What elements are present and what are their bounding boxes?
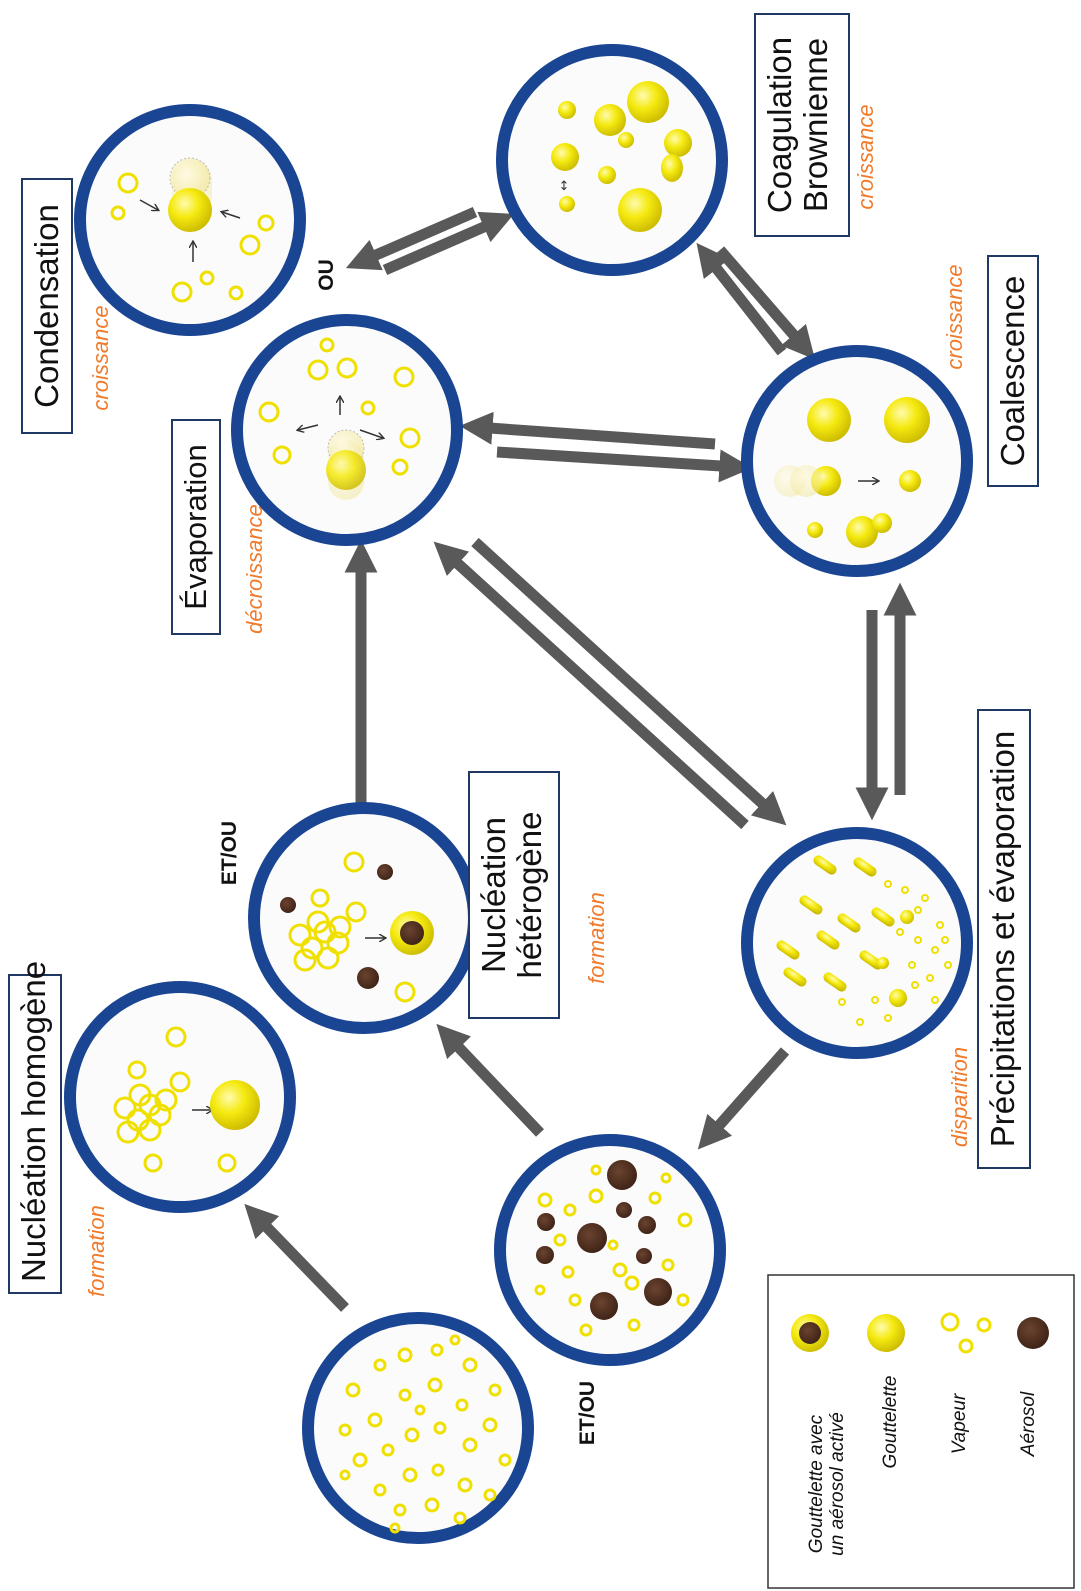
circle-coalescence <box>741 345 973 577</box>
arrow-coagulation-to-condensation <box>345 206 478 271</box>
circle-vapour <box>302 1312 534 1544</box>
label-coagulation-line1: Coagulation <box>761 36 798 214</box>
legend-aerosol-icon <box>1017 1317 1049 1349</box>
label-coalescence: Coalescence <box>987 255 1039 487</box>
label-coagulation: Coagulation Brownienne <box>754 13 850 237</box>
legend-box <box>767 1274 1075 1589</box>
legend-activated-droplet-line1: Gouttelette avec <box>806 1414 827 1554</box>
qualifier-precipitations: disparition <box>947 1046 972 1148</box>
arrow-coagulation-to-coalescence <box>715 246 816 360</box>
qualifier-nucleation-heterogene: formation <box>584 892 609 984</box>
arrow-coalescence-to-evaporation <box>459 411 716 450</box>
label-nucleation-homogene: Nucléation homogène <box>8 961 62 1294</box>
circle-nucleation-heterogene <box>248 802 480 1034</box>
svg-text:↕: ↕ <box>559 179 570 194</box>
arrow-precipitation-to-aerosol <box>697 1047 790 1150</box>
circle-condensation <box>74 104 306 336</box>
conjunction-et-ou-1: ET/OU <box>576 1380 599 1446</box>
legend-droplet-icon <box>867 1314 905 1352</box>
label-evaporation: Évaporation <box>171 419 221 635</box>
qualifier-nucleation-homogene: formation <box>84 1205 109 1297</box>
circle-nucleation-homogene <box>64 981 296 1213</box>
arrow-aerosol-to-heterogene <box>436 1023 544 1137</box>
arrow-vapour-to-homogene <box>244 1203 349 1312</box>
arrow-precipitation-to-evaporation <box>433 541 749 830</box>
process-arrows <box>244 206 917 1312</box>
label-precipitations: Précipitations et évaporation <box>977 709 1031 1169</box>
arrow-evaporation-to-coalescence <box>496 446 753 483</box>
circle-evaporation <box>231 314 463 546</box>
arrow-condensation-to-coagulation <box>382 211 515 276</box>
circle-coagulation: ↕ <box>496 44 728 276</box>
legend-activated-droplet-label: Gouttelette avec un aérosol activé <box>806 1389 855 1579</box>
label-nucleation-heterogene: Nucléation hétérogène <box>468 771 560 1019</box>
circle-precipitations <box>741 827 973 1059</box>
conjunction-et-ou-2: ET/OU <box>218 820 241 886</box>
qualifier-coagulation: croissance <box>853 104 878 210</box>
arrow-coalescence-to-coagulation <box>696 242 787 356</box>
label-coagulation-line2: Brownienne <box>796 37 834 213</box>
label-nucleation-heterogene-line1: Nucléation <box>475 817 512 973</box>
qualifier-coalescence: croissance <box>942 264 967 370</box>
label-nucleation-heterogene-line2: hétérogène <box>510 811 548 979</box>
legend-droplet-label: Gouttelette <box>880 1375 901 1469</box>
conjunction-ou: OU <box>315 259 338 291</box>
legend-vapour-label: Vapeur <box>949 1393 970 1455</box>
label-condensation: Condensation <box>21 178 73 434</box>
qualifier-condensation: croissance <box>88 305 113 411</box>
legend-activated-droplet-line2: un aérosol activé <box>826 1412 848 1556</box>
arrow-evaporation-to-precipitation <box>471 537 787 826</box>
qualifier-evaporation: décroissance <box>242 504 267 634</box>
legend-vapour-icon <box>940 1312 992 1354</box>
legend-aerosol-label: Aérosol <box>1018 1391 1039 1457</box>
circle-aerosol-mix <box>494 1134 726 1366</box>
